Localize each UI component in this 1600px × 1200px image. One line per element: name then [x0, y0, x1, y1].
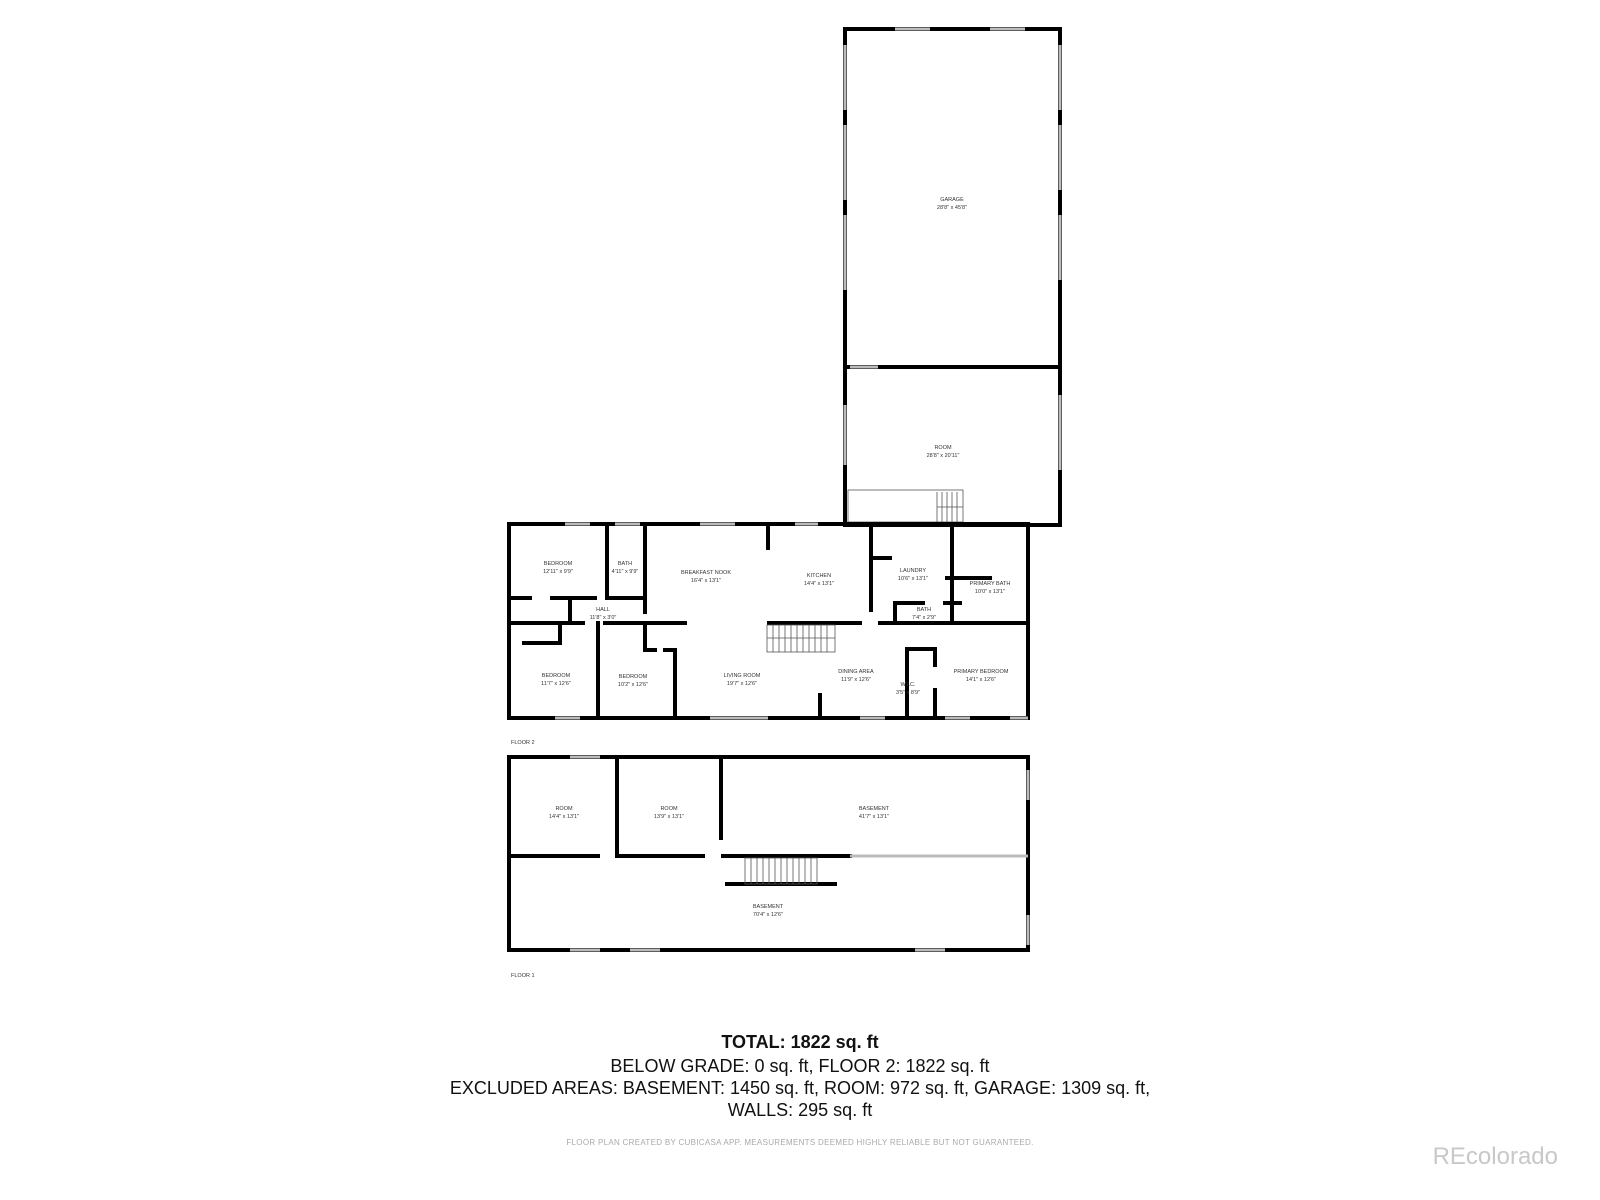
- svg-text:4'11" x 9'9": 4'11" x 9'9": [612, 569, 639, 575]
- svg-text:PRIMARY BATH: PRIMARY BATH: [970, 581, 1011, 587]
- room-label-wic: W.I.C. 3'5" x 8'9": [896, 682, 920, 696]
- room-label-laundry: LAUNDRY 10'6" x 13'1": [898, 568, 928, 582]
- svg-text:11'7" x 12'6": 11'7" x 12'6": [541, 681, 571, 687]
- room-label-dining-area: DINING AREA 11'9" x 12'6": [838, 669, 874, 683]
- svg-text:14'4" x 13'1": 14'4" x 13'1": [549, 814, 579, 820]
- svg-text:ROOM: ROOM: [555, 806, 573, 812]
- floor-2-structure: [507, 522, 1030, 720]
- room-label-bath-small: BATH 7'4" x 2'9": [912, 607, 936, 621]
- svg-text:KITCHEN: KITCHEN: [807, 573, 831, 579]
- svg-text:BREAKFAST NOOK: BREAKFAST NOOK: [681, 570, 731, 576]
- area-breakdown: BELOW GRADE: 0 sq. ft, FLOOR 2: 1822 sq.…: [610, 1056, 990, 1076]
- floor-1-structure: [507, 755, 1030, 952]
- svg-text:16'4" x 13'1": 16'4" x 13'1": [691, 578, 721, 584]
- svg-text:10'0" x 13'1": 10'0" x 13'1": [975, 589, 1005, 595]
- svg-text:ROOM: ROOM: [934, 445, 952, 451]
- svg-text:BEDROOM: BEDROOM: [619, 674, 648, 680]
- excluded-areas: EXCLUDED AREAS: BASEMENT: 1450 sq. ft, R…: [449, 1078, 1151, 1098]
- svg-text:12'11" x 9'9": 12'11" x 9'9": [543, 569, 573, 575]
- svg-text:BEDROOM: BEDROOM: [544, 561, 573, 567]
- svg-text:LIVING ROOM: LIVING ROOM: [724, 673, 761, 679]
- room-label-living-room: LIVING ROOM 19'7" x 12'6": [724, 673, 761, 687]
- room-label-kitchen: KITCHEN 14'4" x 13'1": [804, 573, 834, 587]
- svg-text:10'2" x 12'6": 10'2" x 12'6": [618, 682, 648, 688]
- svg-text:11'9" x 12'6": 11'9" x 12'6": [841, 677, 871, 683]
- svg-text:28'8" x 20'11": 28'8" x 20'11": [927, 453, 960, 459]
- svg-text:ROOM: ROOM: [660, 806, 678, 812]
- svg-text:3'5" x 8'9": 3'5" x 8'9": [896, 690, 920, 696]
- svg-text:PRIMARY BEDROOM: PRIMARY BEDROOM: [954, 669, 1009, 675]
- svg-text:DINING AREA: DINING AREA: [838, 669, 874, 675]
- svg-text:41'7" x 13'1": 41'7" x 13'1": [859, 814, 889, 820]
- svg-text:BEDROOM: BEDROOM: [542, 673, 571, 679]
- svg-text:70'4" x 12'6": 70'4" x 12'6": [753, 912, 783, 918]
- room-label-bedroom-2: BEDROOM 11'7" x 12'6": [541, 673, 571, 687]
- room-label-basement-a: BASEMENT 41'7" x 13'1": [859, 806, 890, 820]
- room-label-room-a: ROOM 14'4" x 13'1": [549, 806, 579, 820]
- room-label-primary-bath: PRIMARY BATH 10'0" x 13'1": [970, 581, 1011, 595]
- svg-text:10'6" x 13'1": 10'6" x 13'1": [898, 576, 928, 582]
- svg-text:11'8" x 3'0": 11'8" x 3'0": [590, 615, 617, 621]
- room-label-room-upper: ROOM 28'8" x 20'11": [927, 445, 960, 459]
- garage-structure: [843, 27, 1062, 527]
- walls-area: WALLS: 295 sq. ft: [727, 1100, 873, 1120]
- disclaimer: FLOOR PLAN CREATED BY CUBICASA APP. MEAS…: [566, 1138, 1034, 1147]
- room-label-primary-bedroom: PRIMARY BEDROOM 14'1" x 12'6": [954, 669, 1009, 683]
- svg-text:14'4" x 13'1": 14'4" x 13'1": [804, 581, 834, 587]
- svg-text:19'7" x 12'6": 19'7" x 12'6": [727, 681, 757, 687]
- recolorado-logo: REcolorado: [1432, 1143, 1558, 1170]
- svg-text:28'8" x 45'8": 28'8" x 45'8": [937, 205, 967, 211]
- svg-text:BASEMENT: BASEMENT: [859, 806, 890, 812]
- svg-text:14'1" x 12'6": 14'1" x 12'6": [966, 677, 996, 683]
- room-label-bedroom: BEDROOM 12'11" x 9'9": [543, 561, 573, 575]
- room-label-breakfast-nook: BREAKFAST NOOK 16'4" x 13'1": [681, 570, 731, 584]
- room-label-bath: BATH 4'11" x 9'9": [612, 561, 639, 575]
- svg-text:LAUNDRY: LAUNDRY: [900, 568, 927, 574]
- floor-2-label: FLOOR 2: [511, 740, 535, 746]
- room-label-bedroom-3: BEDROOM 10'2" x 12'6": [618, 674, 648, 688]
- svg-text:13'9" x 13'1": 13'9" x 13'1": [654, 814, 684, 820]
- svg-text:HALL: HALL: [596, 607, 610, 613]
- svg-text:BATH: BATH: [917, 607, 931, 613]
- room-label-basement-b: BASEMENT 70'4" x 12'6": [753, 904, 784, 918]
- svg-text:7'4" x 2'9": 7'4" x 2'9": [912, 615, 936, 621]
- room-label-garage: GARAGE 28'8" x 45'8": [937, 197, 967, 211]
- svg-text:BATH: BATH: [618, 561, 632, 567]
- total-area: TOTAL: 1822 sq. ft: [721, 1032, 879, 1052]
- floor-1-label: FLOOR 1: [511, 973, 535, 979]
- svg-text:GARAGE: GARAGE: [940, 197, 964, 203]
- room-label-hall: HALL 11'8" x 3'0": [590, 607, 617, 621]
- room-label-room-b: ROOM 13'9" x 13'1": [654, 806, 684, 820]
- svg-text:W.I.C.: W.I.C.: [901, 682, 916, 688]
- svg-text:BASEMENT: BASEMENT: [753, 904, 784, 910]
